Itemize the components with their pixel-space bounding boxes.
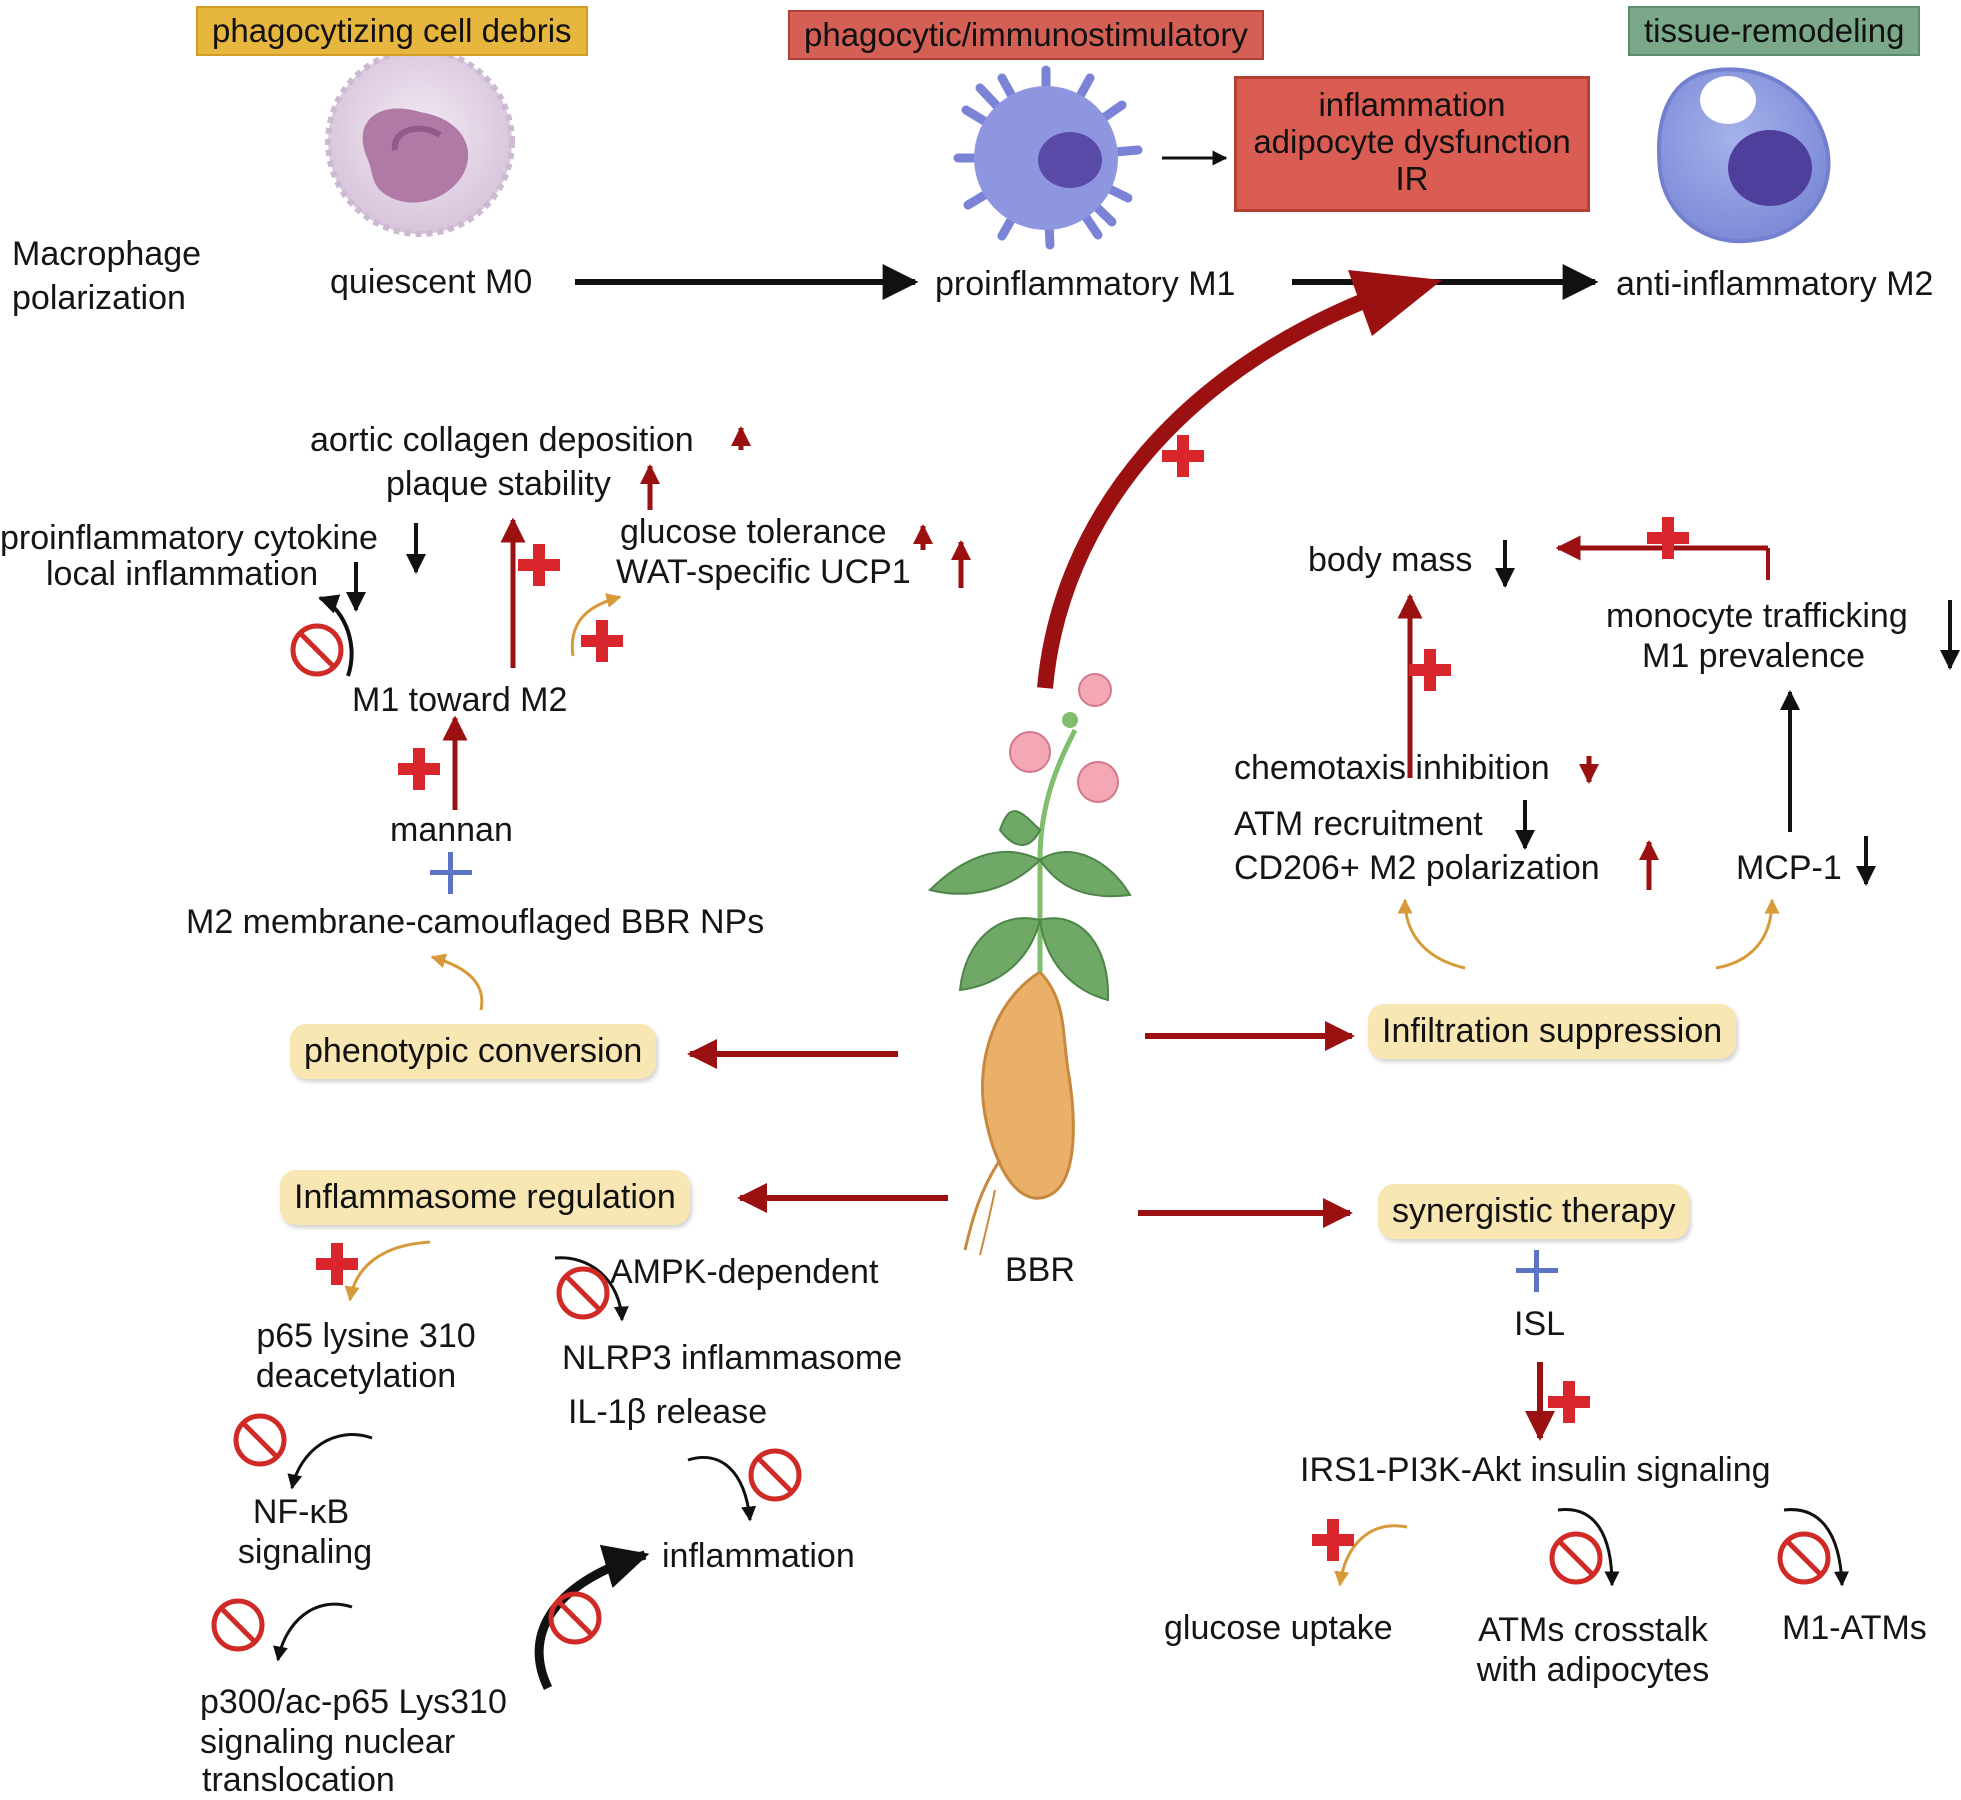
text-body-mass: body mass (1308, 541, 1473, 579)
text-atm-recruitment: ATM recruitment (1234, 805, 1483, 843)
text-mcp-1: MCP-1 (1736, 849, 1842, 887)
text-nfkb-signaling: signaling (237, 1533, 373, 1571)
label-anti-inflammatory-m2: anti-inflammatory M2 (1616, 265, 1934, 303)
category-phenotypic-conversion: phenotypic conversion (290, 1024, 657, 1079)
category-infiltration-suppression: Infiltration suppression (1368, 1004, 1737, 1059)
text-mannan: mannan (390, 811, 513, 849)
text-il1b-release: IL-1β release (568, 1393, 768, 1431)
m0-feature-tag: phagocytizing cell debris (196, 6, 588, 56)
plant-illustration (928, 673, 1132, 1256)
label-proinflammatory-m1: proinflammatory M1 (935, 265, 1236, 303)
row-label-macrophage-polarization: Macrophage polarization (12, 235, 202, 318)
effect-ir: IR (1395, 159, 1429, 197)
text-m1-prevalence: M1 prevalence (1642, 637, 1866, 675)
text-cd206-m2: CD206+ M2 polarization (1234, 849, 1600, 887)
m2-feature-tag: tissue-remodeling (1628, 6, 1921, 56)
inhibit-icons (211, 623, 1831, 1652)
promote-plus-icons (316, 435, 1689, 1561)
text-m1-atms: M1-ATMs (1782, 1609, 1927, 1647)
text-proinflammatory-cytokine: proinflammatory cytokine (0, 519, 378, 557)
text-glucose-tolerance: glucose tolerance (620, 513, 887, 551)
text-p300: p300/ac-p65 Lys310 (200, 1683, 507, 1721)
text-wat-ucp1: WAT-specific UCP1 (616, 553, 911, 591)
text-glucose-uptake: glucose uptake (1164, 1609, 1393, 1647)
m2-cell-illustration (1657, 67, 1831, 244)
m1-effects-box: inflammation adipocyte dysfunction IR (1234, 76, 1590, 212)
text-aortic-collagen: aortic collagen deposition (310, 421, 694, 459)
category-inflammasome-regulation: Inflammasome regulation (280, 1170, 690, 1225)
effect-inflammation: inflammation (1318, 86, 1506, 123)
text-m1-toward-m2: M1 toward M2 (352, 681, 568, 719)
text-local-inflammation: local inflammation (46, 555, 319, 593)
text-chemotaxis-inhibition: chemotaxis inhibition (1234, 749, 1550, 787)
m1-feature-tag: phagocytic/immunostimulatory (788, 10, 1264, 60)
text-atms-crosstalk: ATMs crosstalk (1478, 1611, 1708, 1649)
text-deacetylation: deacetylation (255, 1357, 457, 1395)
m1-cell-illustration (953, 65, 1143, 250)
text-plaque-stability: plaque stability (386, 465, 611, 503)
text-with-adipocytes: with adipocytes (1476, 1651, 1710, 1689)
text-p300-translocation: translocation (202, 1761, 395, 1799)
m0-cell-illustration (325, 47, 515, 237)
text-irs1-pi3k-akt: IRS1-PI3K-Akt insulin signaling (1300, 1451, 1771, 1489)
effect-adipocyte-dysfunction: adipocyte dysfunction (1253, 122, 1571, 160)
label-quiescent-m0: quiescent M0 (330, 263, 533, 301)
text-nfkb: NF-κB (252, 1493, 350, 1531)
text-monocyte-trafficking: monocyte trafficking (1606, 597, 1908, 635)
category-synergistic-therapy: synergistic therapy (1378, 1184, 1690, 1239)
text-m2-membrane-nps: M2 membrane-camouflaged BBR NPs (186, 903, 765, 941)
text-ampk-dependent: AMPK-dependent (610, 1253, 879, 1291)
text-isl: ISL (1514, 1305, 1566, 1343)
label-bbr: BBR (1005, 1251, 1075, 1289)
text-nlrp3: NLRP3 inflammasome (562, 1339, 903, 1377)
text-p300-signaling: signaling nuclear (200, 1723, 456, 1761)
text-inflammation: inflammation (662, 1537, 855, 1575)
text-p65-lysine: p65 lysine 310 (256, 1317, 476, 1355)
combine-plus-icons (430, 852, 1558, 1292)
